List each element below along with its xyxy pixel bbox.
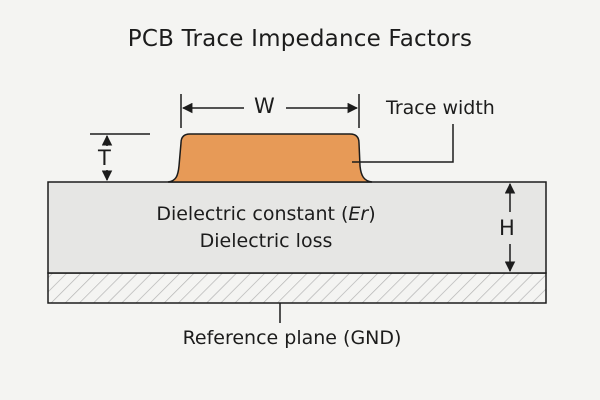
- dielectric-loss-label: Dielectric loss: [199, 230, 333, 252]
- dielectric-constant-label: Dielectric constant (Er): [0, 205, 532, 224]
- copper-trace: [167, 133, 373, 183]
- height-symbol-label: H: [499, 216, 515, 240]
- diagram-title: PCB Trace Impedance Factors: [127, 26, 473, 52]
- thickness-symbol-label: T: [98, 146, 111, 170]
- dielectric-layer: [47, 181, 547, 274]
- reference-plane-layer: [47, 272, 547, 304]
- thickness-dimension: [90, 133, 150, 182]
- dielectric-constant-prefix: Dielectric constant (: [156, 203, 349, 225]
- trace-width-leader-line: [352, 124, 454, 163]
- trace-width-label: Trace width: [386, 97, 495, 119]
- dielectric-constant-suffix: ): [368, 203, 376, 225]
- dielectric-constant-symbol: Er: [348, 203, 369, 225]
- width-symbol-label: W: [254, 94, 275, 118]
- reference-plane-label: Reference plane (GND): [182, 327, 402, 349]
- width-dimension: [180, 94, 360, 128]
